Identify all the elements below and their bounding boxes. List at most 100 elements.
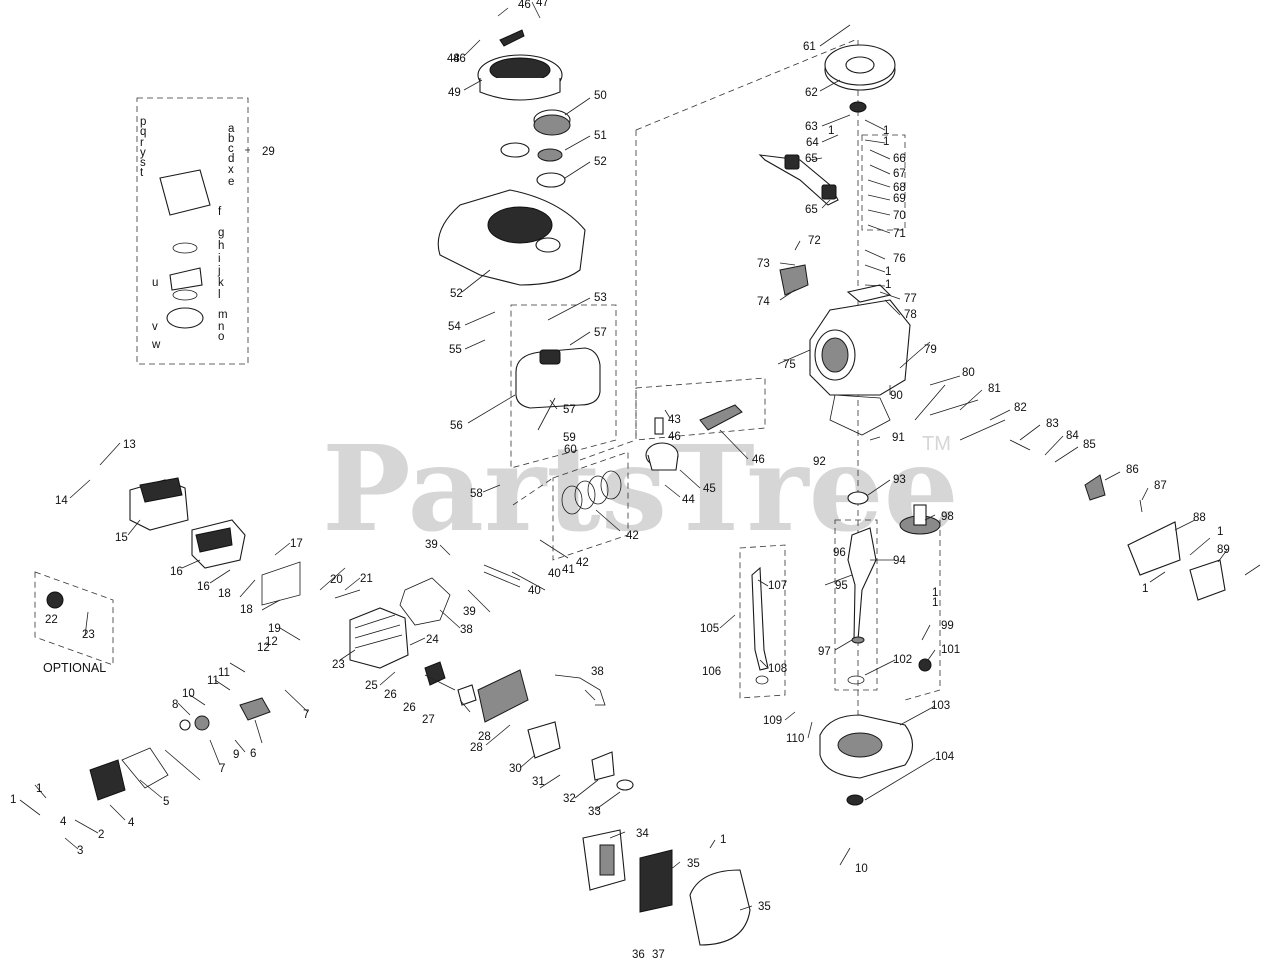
carb-letter-label: w <box>151 339 161 351</box>
intake-baffle <box>477 669 529 723</box>
callout-number: 65 <box>805 153 818 165</box>
brake-assembly <box>758 154 839 206</box>
callout-number: 31 <box>532 776 545 788</box>
carb-letter-label: f <box>218 206 222 218</box>
fuel-tank <box>515 347 601 409</box>
carb-detail-body <box>159 169 211 216</box>
callout-number: 38 <box>460 624 473 636</box>
governor-plate <box>846 284 892 303</box>
crankshaft <box>847 527 877 641</box>
callout-number: 65 <box>805 204 818 216</box>
callout-number: 16 <box>170 566 183 578</box>
carburetor-detail-box <box>136 97 249 365</box>
callout-number: 87 <box>1154 480 1167 492</box>
callout-number: 35 <box>758 901 771 913</box>
callout-number: 10 <box>182 688 195 700</box>
callout-number: 11 <box>207 675 219 687</box>
carb-letter-label: b <box>228 133 234 145</box>
carb-letter-label: y <box>140 147 146 159</box>
callout-number: 101 <box>941 644 960 656</box>
callout-number: 97 <box>818 646 831 658</box>
air-filter-gasket <box>616 779 634 791</box>
callout-number: 91 <box>892 432 905 444</box>
callout-number: 82 <box>1014 402 1027 414</box>
control-bracket <box>1127 521 1181 576</box>
callout-number: 60 <box>564 444 577 456</box>
camshaft <box>913 504 927 526</box>
callout-number: 48 <box>447 53 460 65</box>
callout-number: 37 <box>652 949 665 961</box>
callout-number: 55 <box>449 344 462 356</box>
callout-number: 103 <box>931 700 950 712</box>
callout-number: 93 <box>893 474 906 486</box>
alignment-line-top <box>635 39 856 131</box>
carb-detail-float <box>172 289 198 301</box>
air-filter-base <box>591 751 615 781</box>
callout-number: 13 <box>123 439 136 451</box>
callout-number: 2 <box>98 829 104 841</box>
muffler-body <box>195 527 233 553</box>
flywheel-hub <box>845 56 875 74</box>
piston-ring-2 <box>574 480 596 510</box>
callout-number: 80 <box>962 367 975 379</box>
callout-number: 102 <box>893 654 912 666</box>
callout-number: 1 <box>883 136 889 148</box>
choke-link <box>959 419 1006 441</box>
callout-number: 14 <box>55 495 68 507</box>
callout-number: 63 <box>805 121 818 133</box>
callout-number: 54 <box>448 321 461 333</box>
connecting-rod <box>699 404 743 431</box>
head-bolts <box>483 564 521 588</box>
callout-number: 40 <box>548 568 561 580</box>
fuel-cap <box>539 349 561 365</box>
carb-letter-label: t <box>140 167 144 179</box>
carb-letter-label: x <box>228 164 234 176</box>
callout-number: 1 <box>720 834 726 846</box>
lever <box>1009 439 1031 451</box>
carb-letter-label: p <box>140 116 146 128</box>
callout-number: 110 <box>786 733 804 745</box>
callout-number: 15 <box>115 532 128 544</box>
callout-number: 70 <box>893 210 906 222</box>
callout-number: 12 <box>257 642 270 654</box>
callout-number: 22 <box>45 614 58 626</box>
callout-number: 68 <box>893 182 906 194</box>
callout-number: 96 <box>833 547 846 559</box>
callout-number: 79 <box>924 344 937 356</box>
air-filter-cover <box>689 869 751 946</box>
callout-number: 36 <box>632 949 645 961</box>
callout-number: 46 <box>453 53 466 65</box>
callout-number: 11 <box>218 667 230 679</box>
callout-number: 84 <box>1066 430 1079 442</box>
callout-number: 1 <box>885 266 891 278</box>
piston-ring-3 <box>587 475 609 505</box>
bracket-cover <box>1189 559 1226 601</box>
air-filter-housing-detail <box>599 844 615 876</box>
pin <box>1139 499 1143 513</box>
callout-number: 94 <box>893 555 906 567</box>
callout-number: 83 <box>1046 418 1059 430</box>
callout-number: 76 <box>893 253 906 265</box>
callout-number: 66 <box>893 153 906 165</box>
breather-tube <box>899 341 931 369</box>
callout-number: 1 <box>932 587 938 599</box>
callout-number: 7 <box>303 709 309 721</box>
callout-number: 51 <box>594 130 607 142</box>
throttle-link <box>929 399 979 416</box>
callout-number: 46 <box>668 431 681 443</box>
optional-part-20 <box>46 591 64 609</box>
carb-detail-gasket <box>172 242 198 254</box>
intake-spacer <box>424 661 446 686</box>
callout-number: 20 <box>330 574 343 586</box>
dipstick-box <box>739 544 786 699</box>
callout-number: 71 <box>893 228 906 240</box>
valve-spring <box>194 715 210 731</box>
callout-number: 81 <box>988 383 1001 395</box>
callout-number: 59 <box>563 432 576 444</box>
callout-number: 23 <box>332 659 345 671</box>
callout-number: 1 <box>828 125 834 137</box>
callout-number: 32 <box>563 793 576 805</box>
link-rod <box>554 674 606 706</box>
callout-number: 46 <box>752 454 765 466</box>
carb-letter-label: s <box>140 157 146 169</box>
